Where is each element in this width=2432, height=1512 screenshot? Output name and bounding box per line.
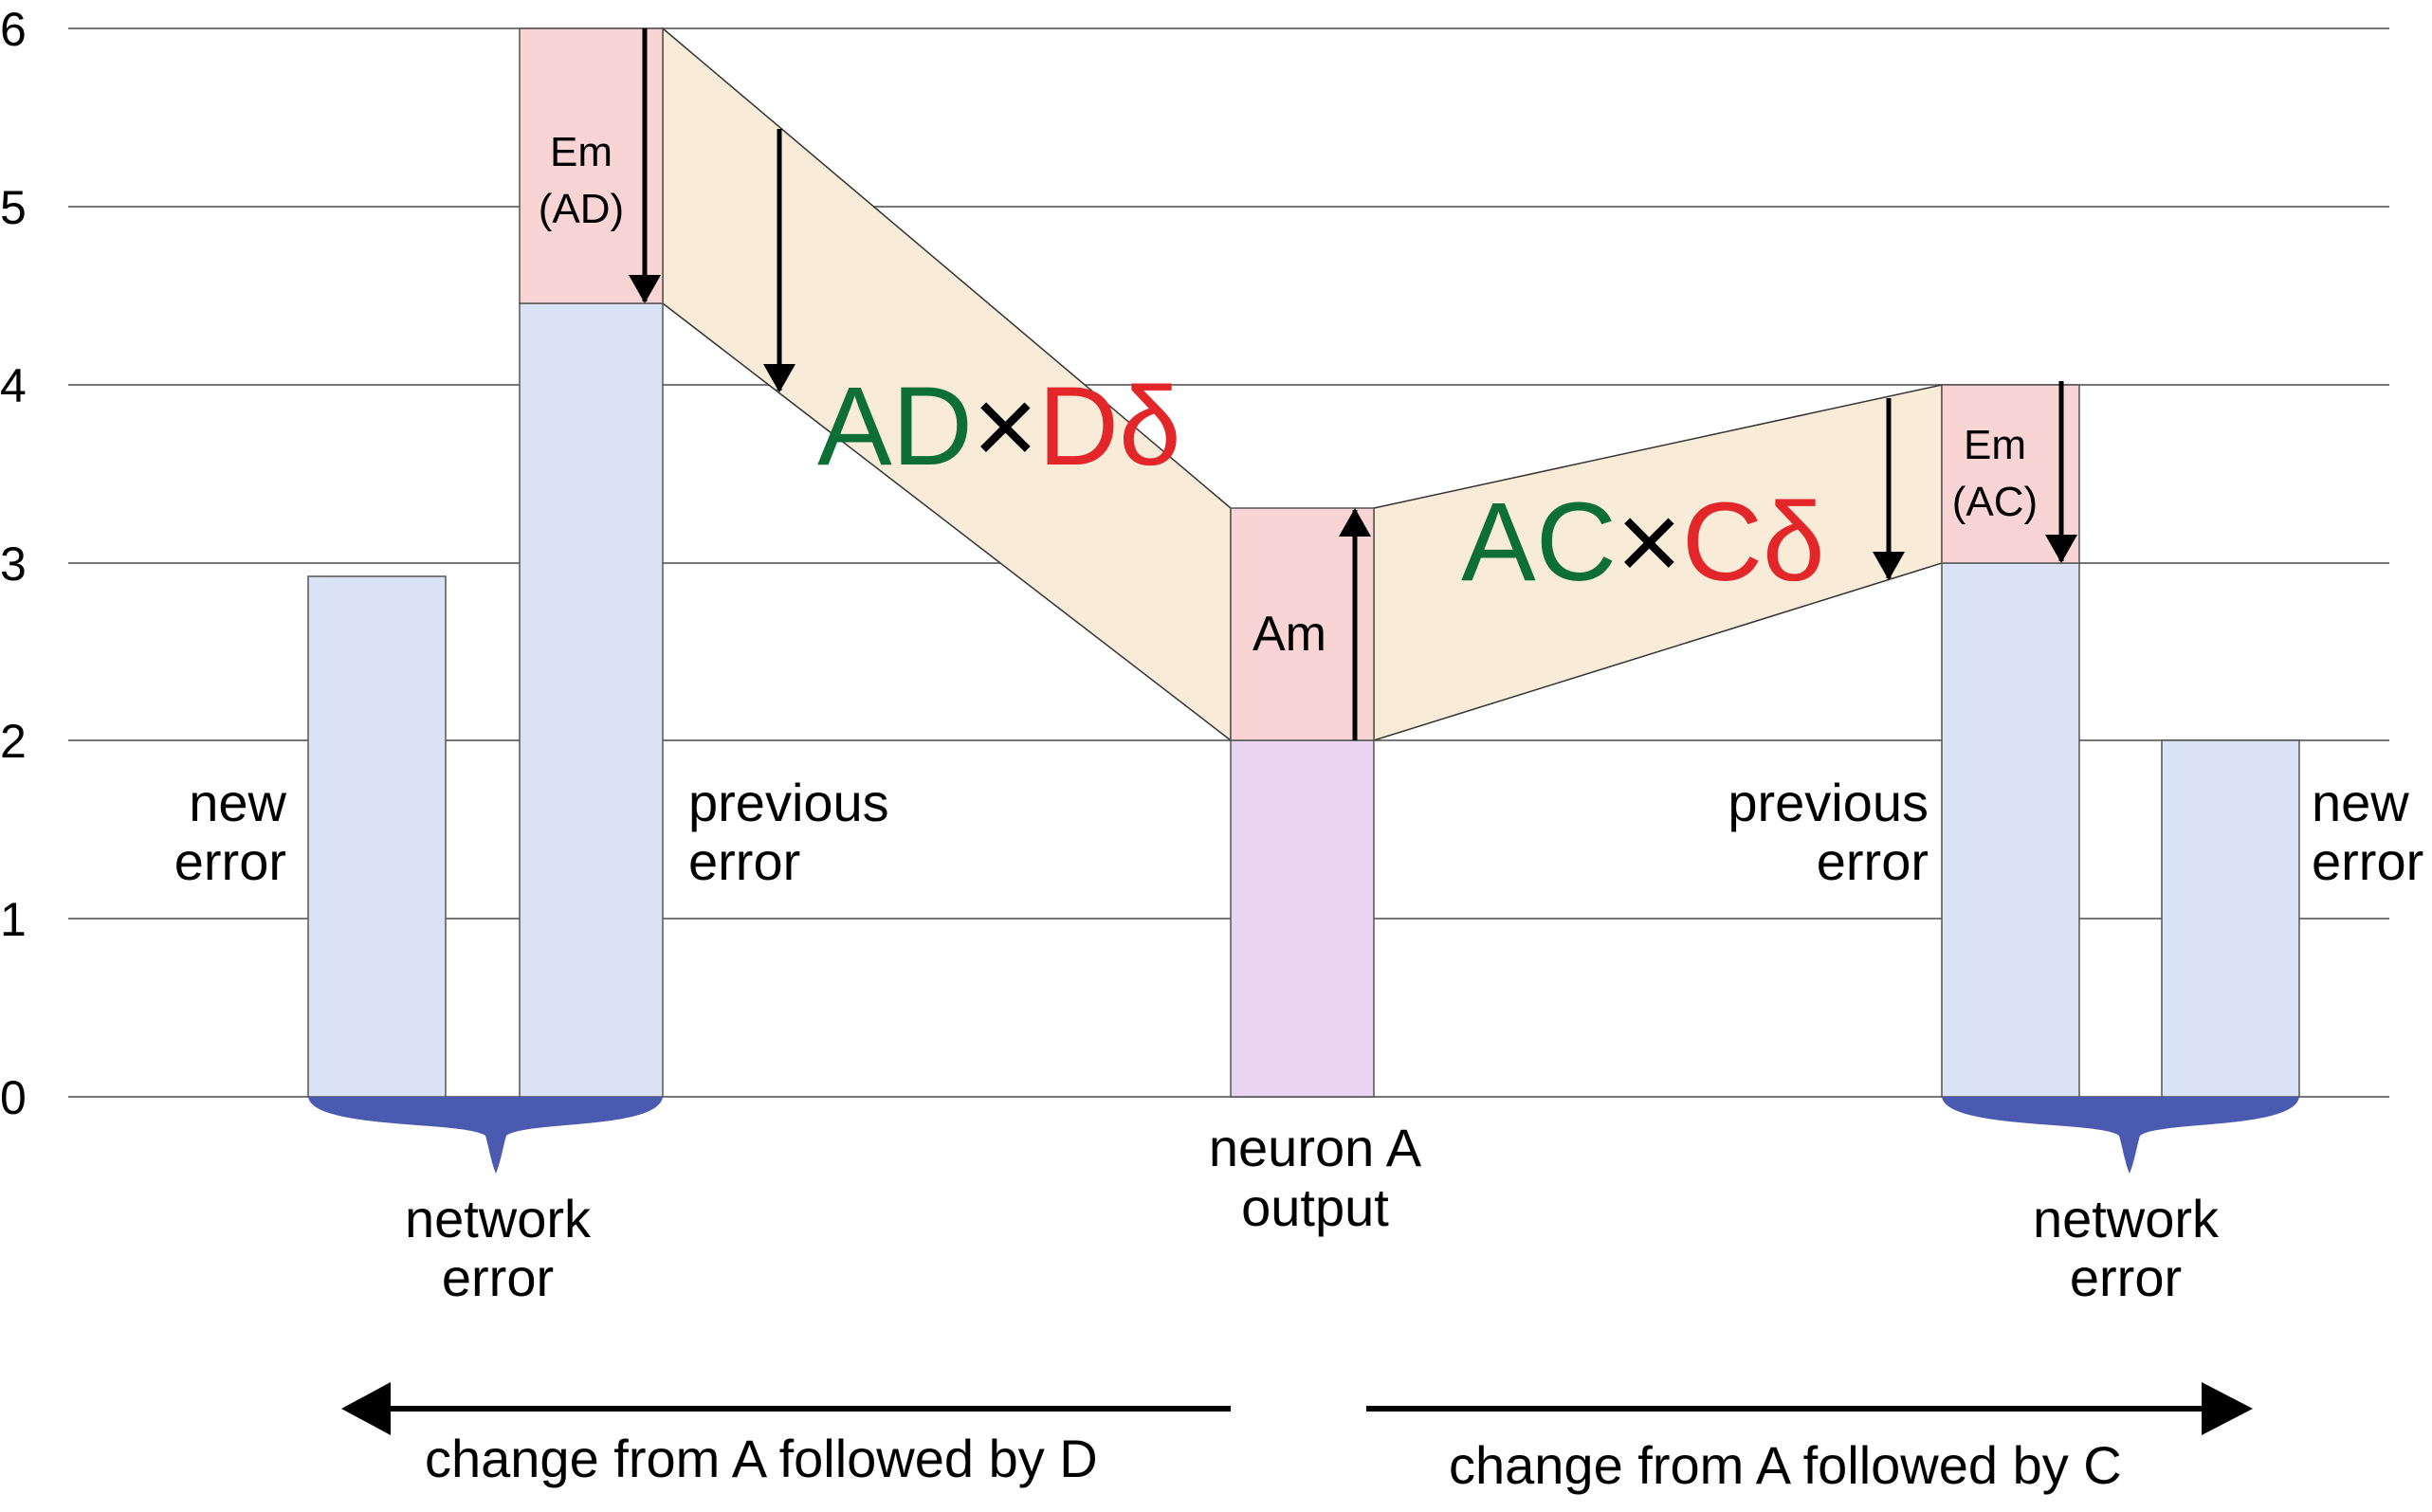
em-ac-label-line1: Em bbox=[1964, 422, 2026, 468]
left-network-error-label-line2: error bbox=[442, 1248, 554, 1307]
right-previous-error-label-line1: previous bbox=[1728, 773, 1929, 832]
y-tick-2: 2 bbox=[0, 715, 27, 768]
right-new-error-label-line2: error bbox=[2312, 831, 2423, 891]
formula-ad-weight: AD bbox=[817, 364, 973, 489]
left-new-error-bar bbox=[307, 575, 447, 1098]
am-label: Am bbox=[1253, 607, 1326, 662]
left-direction-arrowhead bbox=[341, 1382, 391, 1435]
em-ac-label-line2: (AC) bbox=[1952, 479, 2038, 525]
right-network-error-brace bbox=[1942, 1097, 2299, 1174]
y-tick-4: 4 bbox=[0, 359, 27, 412]
am-segment bbox=[1230, 507, 1375, 741]
grid bbox=[68, 27, 2389, 1098]
right-direction-arrowhead bbox=[2202, 1382, 2253, 1435]
right-new-error-bar bbox=[2161, 739, 2300, 1098]
left-network-error-brace bbox=[308, 1097, 663, 1174]
formula-ad-delta: Dδ bbox=[1038, 364, 1181, 489]
em-ad-label-line1: Em bbox=[550, 129, 613, 175]
y-tick-0: 0 bbox=[0, 1071, 27, 1124]
right-previous-error-label-line2: error bbox=[1817, 831, 1929, 891]
y-tick-6: 6 bbox=[0, 3, 27, 56]
formula-ac-times: × bbox=[1617, 480, 1682, 605]
right-network-error-label-line2: error bbox=[2070, 1248, 2182, 1307]
em-ac-segment bbox=[1941, 384, 2080, 564]
left-previous-error-label-line2: error bbox=[688, 831, 800, 891]
left-new-error-label-line1: new bbox=[189, 773, 286, 832]
y-axis-ticks: 0 1 2 3 4 5 6 bbox=[0, 3, 27, 1124]
y-tick-1: 1 bbox=[0, 893, 27, 946]
y-tick-3: 3 bbox=[0, 537, 27, 591]
direction-arrows bbox=[341, 1382, 2253, 1435]
right-direction-label: change from A followed by C bbox=[1449, 1435, 2122, 1495]
formula-ad-times: × bbox=[973, 364, 1038, 489]
left-previous-error-label-line1: previous bbox=[688, 773, 889, 832]
y-tick-5: 5 bbox=[0, 181, 27, 234]
right-previous-error-bar bbox=[1941, 562, 2080, 1098]
formula-ad: AD×Dδ bbox=[817, 364, 1181, 489]
em-ad-segment bbox=[519, 27, 664, 304]
left-network-error-label-line1: network bbox=[405, 1189, 592, 1248]
right-network-error-label-line1: network bbox=[2033, 1189, 2220, 1248]
neuron-output-label-line1: neuron A bbox=[1209, 1118, 1422, 1177]
right-new-error-label-line1: new bbox=[2312, 773, 2409, 832]
left-direction-label: change from A followed by D bbox=[425, 1429, 1098, 1488]
left-new-error-label-line2: error bbox=[174, 831, 286, 891]
em-ad-label-line2: (AD) bbox=[539, 186, 624, 232]
formula-ac: AC×Cδ bbox=[1461, 480, 1825, 605]
arrows bbox=[629, 28, 2077, 740]
formula-ac-delta: Cδ bbox=[1682, 480, 1825, 605]
formula-ac-weight: AC bbox=[1461, 480, 1617, 605]
neuron-a-output-bar bbox=[1230, 739, 1375, 1098]
left-previous-error-bar bbox=[519, 302, 664, 1098]
neuron-output-label-line2: output bbox=[1241, 1177, 1389, 1237]
